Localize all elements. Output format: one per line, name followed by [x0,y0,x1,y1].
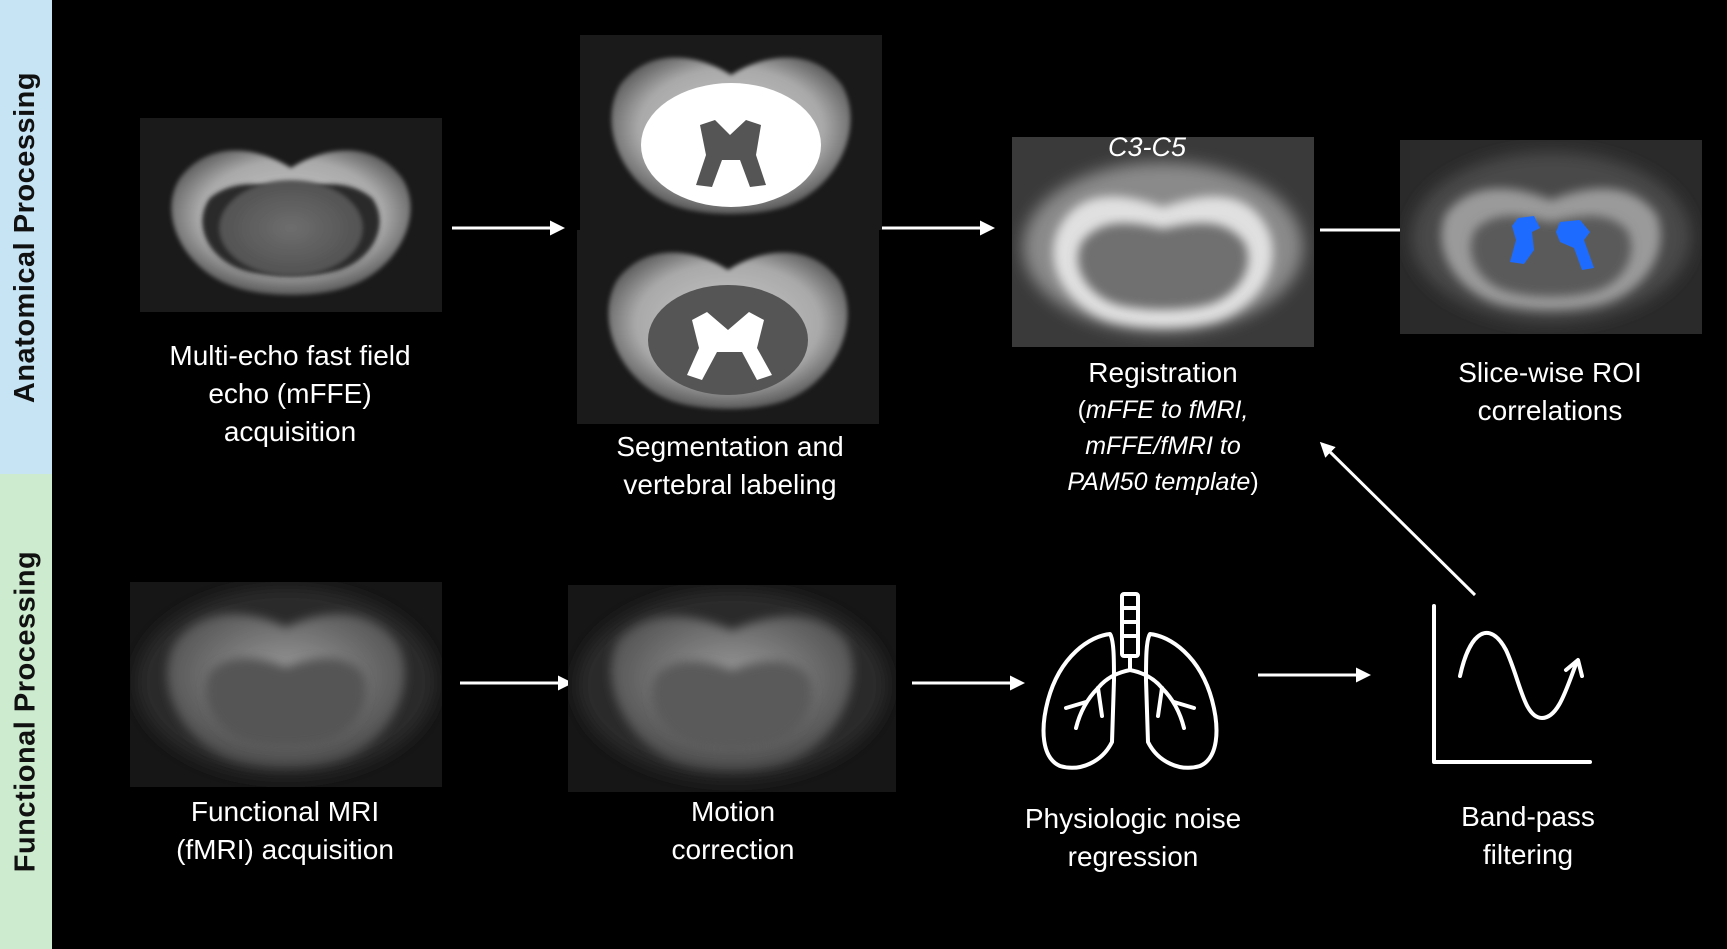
functional-band: Functional Processing [0,474,52,949]
mffe-label-line1: Multi-echo fast field [169,340,411,371]
anatomical-processing-label: Anatomical Processing [9,71,42,403]
segmentation-label-line2: vertebral labeling [623,469,837,500]
registration-open-paren: ( [1077,396,1086,424]
arrow-motion-to-physio [912,675,1025,691]
arrow-mffe-to-segmentation [452,220,565,236]
arrow-segmentation-to-registration [882,220,995,236]
bandpass-label: Band-pass filtering [1358,798,1698,874]
registration-detail1-text: mFFE to fMRI, [1085,396,1249,424]
roi-label-line1: Slice-wise ROI [1458,357,1642,388]
mffe-label: Multi-echo fast field echo (mFFE) acquis… [120,337,460,451]
vertebral-level-tag: C3-C5 [1108,132,1187,162]
bandpass-filter-icon [1432,604,1592,764]
segmentation-label-line1: Segmentation and [616,431,844,462]
arrow-physio-to-bandpass [1258,667,1371,683]
functional-processing-label: Functional Processing [9,550,42,873]
fmri-label-line2: (fMRI) acquisition [176,834,394,865]
fmri-image [130,582,442,787]
motion-label: Motion correction [563,793,903,869]
arrow-fmri-to-motion [460,675,573,691]
motion-label-line2: correction [671,834,795,865]
registration-title: Registration [1088,357,1238,388]
segmentation-image-wm [580,35,882,230]
physio-label: Physiologic noise regression [963,800,1303,876]
mffe-label-line2: echo (mFFE) [208,378,372,409]
fmri-label-line1: Functional MRI [190,796,380,827]
physio-label-line1: Physiologic noise [1024,803,1242,834]
motion-label-line1: Motion [690,796,776,827]
segmentation-label: Segmentation and vertebral labeling [560,428,900,504]
segmentation-image-gm [577,230,879,424]
roi-correlation-image [1400,140,1702,334]
bandpass-label-line2: filtering [1482,839,1574,870]
roi-label-line2: correlations [1477,395,1623,426]
physio-label-line2: regression [1067,841,1199,872]
registration-detail-line1: (mFFE to fMRI, [993,392,1333,428]
mffe-image [140,118,442,312]
mffe-label-line3: acquisition [223,416,357,447]
registration-detail3-text: PAM50 template [1067,468,1251,496]
roi-correlation-label: Slice-wise ROI correlations [1380,354,1720,430]
lungs-icon [1041,592,1219,770]
registration-detail-line2: mFFE/fMRI to [1085,432,1241,460]
anatomical-band: Anatomical Processing [0,0,52,474]
registration-close-paren: ) [1250,468,1259,496]
registration-detail-line3: PAM50 template) [993,464,1333,500]
motion-corrected-image [568,585,896,792]
registration-label: Registration (mFFE to fMRI, mFFE/fMRI to… [993,354,1333,500]
bandpass-label-line1: Band-pass [1461,801,1595,832]
fmri-label: Functional MRI (fMRI) acquisition [115,793,455,869]
registration-image [1012,137,1314,347]
arrow-bandpass-to-registration [1319,441,1477,597]
